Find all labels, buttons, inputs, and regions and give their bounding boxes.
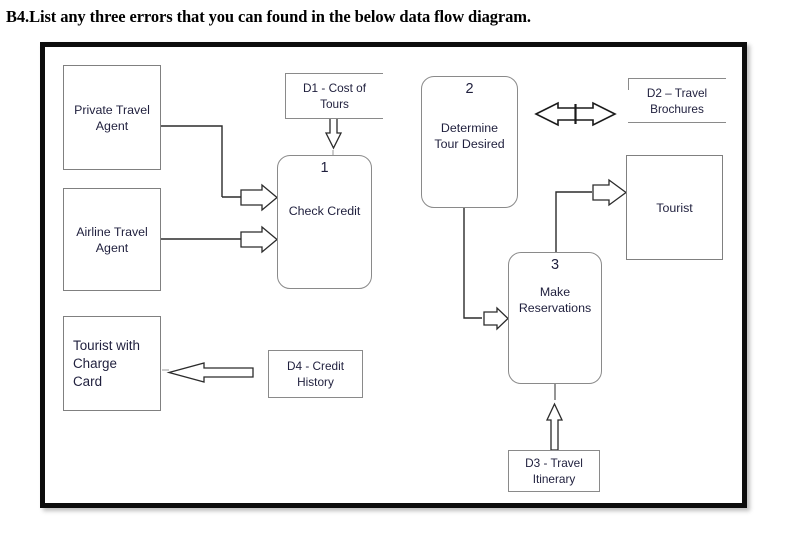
page-title: B4.List any three errors that you can fo… bbox=[6, 7, 531, 26]
entity-airline-travel-agent[interactable]: Airline Travel Agent bbox=[63, 188, 161, 291]
entity-tourist-with-charge-card[interactable]: Tourist with Charge Card bbox=[63, 316, 161, 411]
datastore-d2-label: D2 – Travel Brochures bbox=[646, 85, 708, 116]
process-determine-tour-desired-number: 2 bbox=[465, 81, 474, 97]
process-determine-tour-desired-label: Determine Tour Desired bbox=[434, 121, 505, 151]
entity-private-travel-agent[interactable]: Private Travel Agent bbox=[63, 65, 161, 170]
datastore-d3-label: D3 - Travel Itinerary bbox=[525, 456, 583, 486]
datastore-d4-label: D4 - Credit History bbox=[286, 359, 345, 389]
entity-private-travel-agent-label: Private Travel Agent bbox=[74, 102, 150, 133]
process-make-reservations[interactable]: 3 Make Reservations bbox=[508, 252, 602, 384]
process-check-credit-label: Check Credit bbox=[288, 204, 361, 218]
datastore-d4-credit-history[interactable]: D4 - Credit History bbox=[268, 350, 363, 398]
process-make-reservations-number: 3 bbox=[550, 257, 560, 273]
datastore-d3-travel-itinerary[interactable]: D3 - Travel Itinerary bbox=[508, 450, 600, 492]
datastore-d1-label: D1 - Cost of Tours bbox=[303, 81, 366, 111]
entity-airline-travel-agent-label: Airline Travel Agent bbox=[76, 224, 148, 255]
entity-tourist-with-charge-card-label: Tourist with Charge Card bbox=[73, 337, 140, 389]
entity-tourist[interactable]: Tourist bbox=[626, 155, 723, 260]
process-check-credit-number: 1 bbox=[320, 160, 329, 176]
entity-tourist-label: Tourist bbox=[656, 200, 693, 215]
process-check-credit[interactable]: 1 Check Credit bbox=[277, 155, 372, 289]
datastore-d1-cost-of-tours[interactable]: D1 - Cost of Tours bbox=[285, 73, 383, 119]
datastore-d2-travel-brochures[interactable]: D2 – Travel Brochures bbox=[628, 78, 726, 123]
process-make-reservations-label: Make Reservations bbox=[518, 285, 592, 315]
process-determine-tour-desired[interactable]: 2 Determine Tour Desired bbox=[421, 76, 518, 208]
datastore-d2-tick bbox=[628, 79, 629, 90]
